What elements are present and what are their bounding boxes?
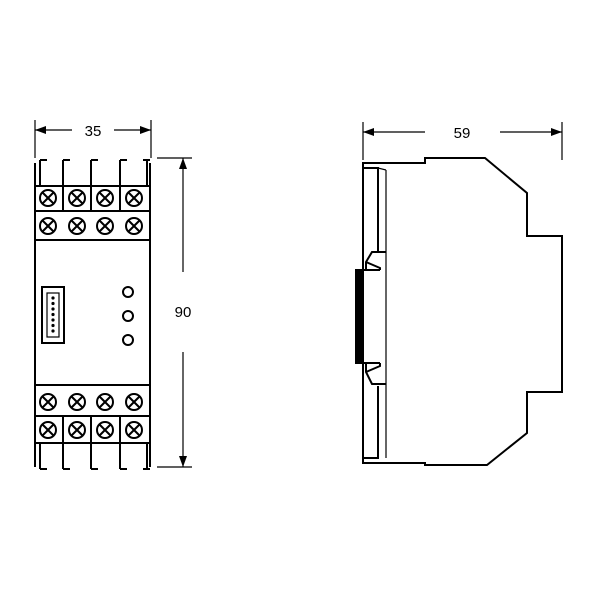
depth-dimension: 59	[362, 122, 563, 160]
top-terminal-block	[34, 159, 151, 241]
screw-icon	[96, 421, 114, 439]
width-label: 35	[85, 123, 102, 140]
front-view: 35	[34, 120, 192, 470]
screw-icon	[125, 189, 143, 207]
led-indicator-icon	[122, 286, 134, 298]
screw-icon	[96, 189, 114, 207]
led-indicator-icon	[122, 334, 134, 346]
height-label: 90	[175, 304, 192, 321]
screw-icon	[125, 217, 143, 235]
screw-icon	[39, 421, 57, 439]
screw-icon	[96, 393, 114, 411]
width-dimension: 35	[34, 120, 152, 158]
screw-icon	[39, 393, 57, 411]
din-rail-clip	[355, 251, 386, 385]
screw-icon	[39, 189, 57, 207]
usb-port-icon	[41, 286, 65, 344]
depth-label: 59	[454, 125, 471, 142]
screw-icon	[96, 217, 114, 235]
bottom-terminal-block	[34, 384, 151, 470]
screw-icon	[68, 421, 86, 439]
front-panel	[34, 240, 151, 385]
screw-icon	[39, 217, 57, 235]
screw-icon	[125, 421, 143, 439]
housing-outline	[362, 157, 563, 466]
screw-icon	[68, 393, 86, 411]
height-dimension: 90	[157, 157, 192, 468]
led-indicator-icon	[122, 310, 134, 322]
screw-icon	[68, 217, 86, 235]
side-view: 59	[355, 122, 563, 466]
screw-icon	[68, 189, 86, 207]
screw-icon	[125, 393, 143, 411]
